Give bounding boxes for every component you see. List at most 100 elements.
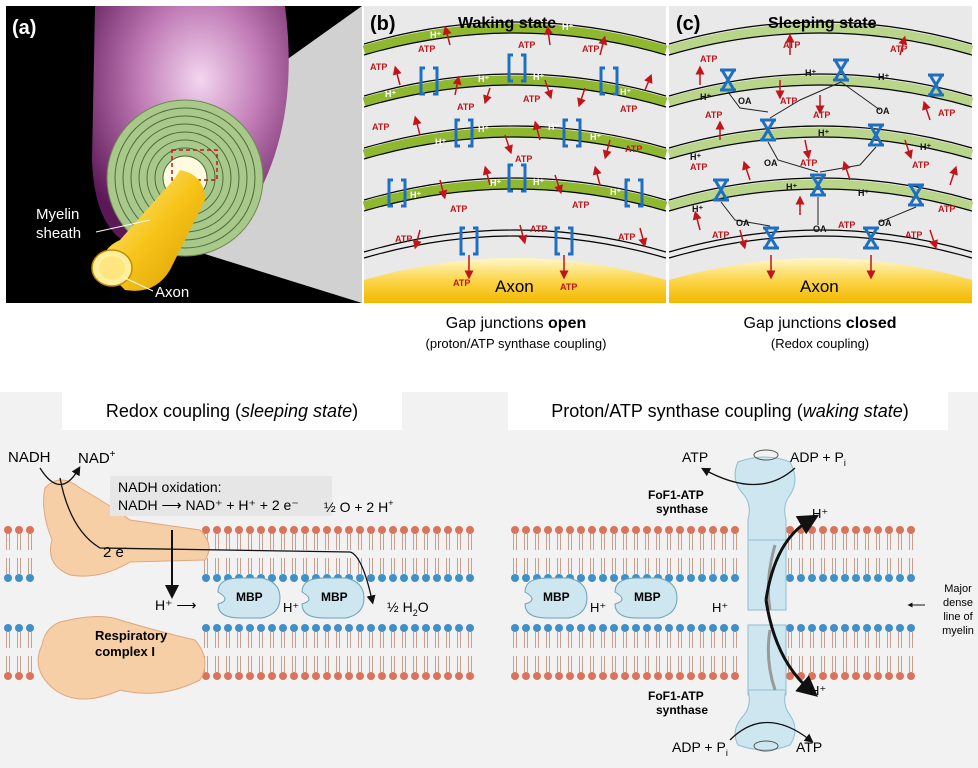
lipid-tail bbox=[579, 632, 583, 648]
lipid-head bbox=[312, 526, 320, 534]
lipid-head bbox=[676, 672, 684, 680]
lipid-head bbox=[852, 672, 860, 680]
lipid-head bbox=[621, 672, 629, 680]
nadh-to-nad-arrow bbox=[39, 466, 81, 486]
lipid-tail bbox=[358, 534, 362, 550]
lipid-tail bbox=[579, 558, 583, 574]
lipid-tail bbox=[336, 656, 340, 672]
hplus-label: H⁺ bbox=[700, 92, 711, 102]
lipid-tail bbox=[689, 632, 693, 648]
major-dense-line-label: line of bbox=[943, 611, 973, 623]
synthase-lower-head bbox=[734, 689, 796, 751]
lipid-head bbox=[808, 574, 816, 582]
lipid-head bbox=[830, 574, 838, 582]
lipid-head bbox=[863, 672, 871, 680]
lipid-head bbox=[301, 672, 309, 680]
lipid-tail bbox=[369, 534, 373, 550]
lipid-head bbox=[334, 672, 342, 680]
lipid-head bbox=[389, 526, 397, 534]
lipid-head bbox=[235, 624, 243, 632]
lower-adp-label: ADP + Pi bbox=[672, 739, 728, 758]
lipid-head bbox=[896, 526, 904, 534]
hplus-label: H⁺ bbox=[858, 188, 869, 198]
upper-synthase-label-line1: FoF1-ATP bbox=[648, 488, 704, 502]
lipid-head bbox=[588, 574, 596, 582]
lipid-tail bbox=[612, 632, 616, 648]
atp-label: ATP bbox=[938, 108, 955, 118]
lipid-tail bbox=[667, 632, 671, 648]
lipid-head bbox=[632, 526, 640, 534]
lipid-head bbox=[786, 624, 794, 632]
lipid-tail bbox=[645, 632, 649, 648]
lipid-tail bbox=[832, 558, 836, 574]
atp-label: ATP bbox=[783, 40, 800, 50]
lipid-tail bbox=[645, 558, 649, 574]
atp-label: ATP bbox=[518, 40, 535, 50]
hplus-label: H⁺ bbox=[410, 190, 421, 200]
lipid-head bbox=[577, 526, 585, 534]
myelin-label-line1: Myelin bbox=[36, 206, 79, 223]
lipid-tail bbox=[28, 656, 32, 672]
lipid-head bbox=[367, 574, 375, 582]
mbp-protein-right bbox=[614, 577, 678, 619]
lipid-tail bbox=[854, 558, 858, 574]
proton-title: Proton/ATP synthase coupling (waking sta… bbox=[551, 401, 909, 421]
lipid-head bbox=[279, 526, 287, 534]
hplus-label: H⁺ bbox=[385, 89, 396, 99]
lipid-head bbox=[731, 672, 739, 680]
lipid-tail bbox=[898, 534, 902, 550]
lipid-tail bbox=[391, 632, 395, 648]
proton-upper-arrow bbox=[764, 514, 820, 601]
lipid-tail bbox=[535, 534, 539, 550]
lipid-head bbox=[422, 574, 430, 582]
panel-c-channels bbox=[713, 58, 944, 250]
lipid-head bbox=[544, 624, 552, 632]
lipid-tail bbox=[358, 632, 362, 648]
lipid-head bbox=[213, 672, 221, 680]
lipid-tail bbox=[667, 558, 671, 574]
lipid-head bbox=[224, 526, 232, 534]
lipid-tail bbox=[446, 558, 450, 574]
lipid-head bbox=[213, 526, 221, 534]
redox-panel: NADH oxidation: NADH ⟶ NAD⁺ + H⁺ + 2 e⁻ … bbox=[8, 449, 429, 700]
lipid-head bbox=[632, 672, 640, 680]
lipid-tail bbox=[336, 534, 340, 550]
lipid-tail bbox=[435, 558, 439, 574]
lipid-tail bbox=[303, 656, 307, 672]
lipid-tail bbox=[248, 632, 252, 648]
lipid-head bbox=[709, 672, 717, 680]
lipid-tail bbox=[689, 534, 693, 550]
lipid-tail bbox=[380, 558, 384, 574]
lipid-head bbox=[544, 672, 552, 680]
lipid-tail bbox=[446, 534, 450, 550]
lipid-tail bbox=[887, 534, 891, 550]
lipid-head bbox=[588, 526, 596, 534]
lipid-head bbox=[819, 574, 827, 582]
mbp-label: MBP bbox=[236, 590, 263, 604]
oa-label: OA bbox=[876, 106, 890, 116]
lipid-head bbox=[522, 624, 530, 632]
lipid-tail bbox=[711, 656, 715, 672]
lipid-head bbox=[444, 672, 452, 680]
lipid-tail bbox=[733, 534, 737, 550]
lipid-tail bbox=[678, 558, 682, 574]
mbp-protein-left bbox=[524, 577, 588, 619]
lipid-head bbox=[654, 526, 662, 534]
lipid-tail bbox=[325, 632, 329, 648]
lipid-head bbox=[323, 672, 331, 680]
lipid-head bbox=[301, 574, 309, 582]
lipid-head bbox=[863, 574, 871, 582]
lipid-tail bbox=[799, 632, 803, 648]
hplus-label: H⁺ bbox=[590, 132, 601, 142]
complex-i-upper bbox=[43, 479, 210, 577]
panel-b-labels: H⁺ H⁺ H⁺ H⁺ H⁺ H⁺ H⁺ H⁺ H⁺ H⁺ H⁺ H⁺ H⁺ H… bbox=[370, 22, 642, 292]
lipid-head bbox=[235, 526, 243, 534]
lipid-head bbox=[202, 672, 210, 680]
lipid-head bbox=[709, 624, 717, 632]
lipid-tail bbox=[380, 534, 384, 550]
oa-label: OA bbox=[813, 224, 827, 234]
lipid-head bbox=[676, 624, 684, 632]
lipid-tail bbox=[314, 632, 318, 648]
redox-title-box bbox=[62, 392, 402, 430]
hplus-label: H⁺ bbox=[610, 187, 621, 197]
